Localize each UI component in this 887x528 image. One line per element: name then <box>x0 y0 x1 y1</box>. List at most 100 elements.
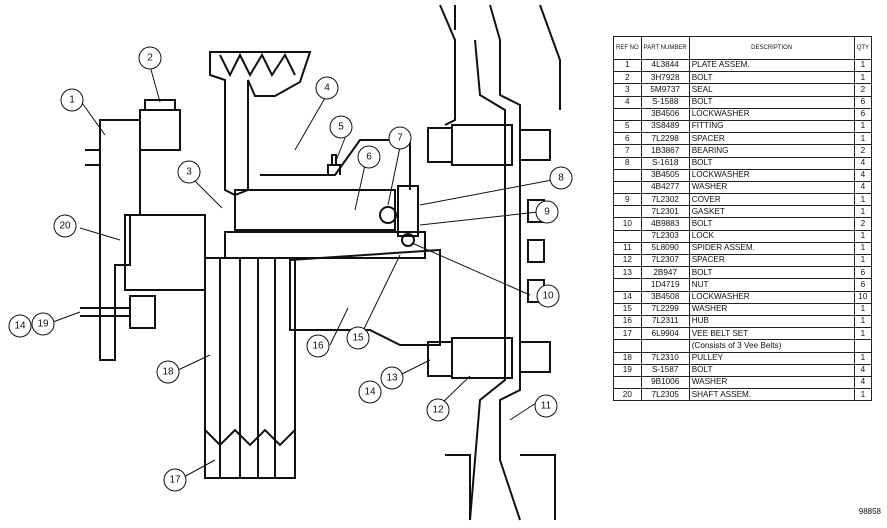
cell-ref: 9 <box>613 193 642 207</box>
callout-6: 6 <box>366 152 372 163</box>
callout-3: 3 <box>186 167 192 178</box>
cell-qty: 6 <box>853 107 873 121</box>
cell-part: 1B3867 <box>640 144 690 158</box>
cover <box>397 185 419 237</box>
cell-part: 3B4508 <box>640 290 690 304</box>
cell-qty: 4 <box>853 375 873 390</box>
cell-ref: 17 <box>613 327 642 341</box>
cell-part: 4B4277 <box>640 180 690 195</box>
cell-part: 6L9904 <box>640 327 690 341</box>
cell-desc: COVER <box>688 193 855 207</box>
cell-qty: 6 <box>853 95 873 109</box>
cell-part: 7L2310 <box>640 351 690 365</box>
cell-desc: NUT <box>688 278 855 292</box>
cell-ref: 12 <box>613 253 642 268</box>
cell-desc: WASHER <box>688 302 855 316</box>
table-header-row: REF NO PART NUMBER DESCRIPTION QTY <box>613 36 873 60</box>
callout-18: 18 <box>162 367 174 378</box>
callout-2: 2 <box>147 53 153 64</box>
cell-qty: 4 <box>853 180 873 195</box>
cell-qty: 2 <box>853 83 873 97</box>
cell-desc: BOLT <box>688 266 855 280</box>
cell-desc: LOCK <box>688 229 855 243</box>
cell-part: 4L3844 <box>640 58 690 73</box>
callout-7: 7 <box>397 133 403 144</box>
cell-qty: 10 <box>853 290 873 304</box>
bearing <box>379 206 397 224</box>
cell-ref: 11 <box>613 241 642 256</box>
cell-ref: 15 <box>613 302 642 316</box>
cell-desc: GASKET <box>688 205 855 219</box>
cell-desc: SPACER <box>688 132 855 146</box>
cell-desc: PLATE ASSEM. <box>688 58 855 73</box>
cell-desc: LOCKWASHER <box>688 290 855 304</box>
cell-ref: 13 <box>613 266 642 280</box>
figure-number: 98858 <box>858 507 881 516</box>
cell-part: 3S8489 <box>640 119 690 134</box>
cell-part: S-1588 <box>640 95 690 109</box>
cell-desc: (Consists of 3 Vee Belts) <box>688 339 855 353</box>
cell-ref: 10 <box>613 217 642 231</box>
callout-19: 19 <box>37 319 49 330</box>
cell-qty: 1 <box>853 241 873 256</box>
cell-desc: BOLT <box>688 95 855 109</box>
cell-part: 3H7928 <box>640 71 690 85</box>
cell-qty: 6 <box>853 278 873 292</box>
cell-qty: 1 <box>853 388 873 402</box>
cell-part: 9B1006 <box>640 375 690 390</box>
cell-part <box>640 339 690 353</box>
cell-qty: 4 <box>853 363 873 377</box>
hub <box>289 248 441 346</box>
cell-qty: 1 <box>853 327 873 341</box>
cell-qty: 1 <box>853 119 873 134</box>
cell-ref <box>613 278 642 292</box>
cell-qty: 1 <box>853 205 873 219</box>
cell-ref: 5 <box>613 119 642 134</box>
cell-desc: BOLT <box>688 363 855 377</box>
frame-rail <box>469 39 506 521</box>
cell-qty: 2 <box>853 217 873 231</box>
shaft <box>224 231 426 259</box>
callout-14-left: 14 <box>14 321 26 332</box>
cell-desc: PULLEY <box>688 351 855 365</box>
fan-pulley <box>209 51 312 197</box>
frame-rail <box>489 4 521 521</box>
cell-ref <box>613 375 642 390</box>
cell-ref: 16 <box>613 314 642 329</box>
vee-belt-pulley <box>204 257 296 479</box>
cell-desc: SPACER <box>688 253 855 268</box>
cell-ref: 4 <box>613 95 642 109</box>
cell-part: 7L2305 <box>640 388 690 402</box>
cell-qty: 4 <box>853 156 873 170</box>
cell-ref <box>613 168 642 182</box>
cell-qty: 1 <box>853 314 873 329</box>
cell-ref: 2 <box>613 71 642 85</box>
cell-ref: 18 <box>613 351 642 365</box>
cell-desc: SHAFT ASSEM. <box>688 388 855 402</box>
cell-qty: 1 <box>853 193 873 207</box>
callout-10: 10 <box>542 291 554 302</box>
cell-ref: 1 <box>613 58 642 73</box>
callout-8: 8 <box>558 173 564 184</box>
spider-bolt-bottom <box>427 337 551 379</box>
cell-qty: 1 <box>853 229 873 243</box>
cell-part: 2B947 <box>640 266 690 280</box>
header-part-number: PART NUMBER <box>640 36 690 60</box>
cell-qty: 1 <box>853 253 873 268</box>
spacer-housing <box>234 189 396 231</box>
